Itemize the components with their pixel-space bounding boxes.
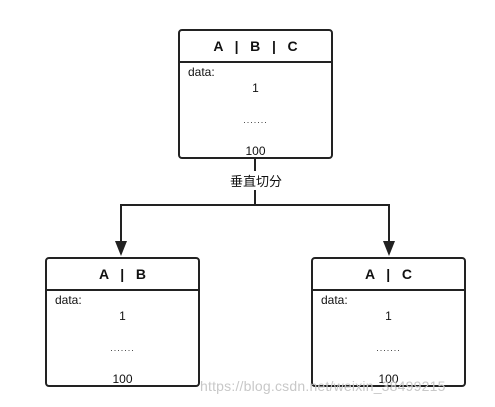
child-table-left: A | B data: 1 ....... 100 — [45, 257, 200, 387]
parent-table-header: A | B | C — [180, 31, 331, 63]
split-label: 垂直切分 — [228, 171, 285, 190]
parent-ellipsis: ....... — [243, 115, 268, 125]
child-left-last-value: 100 — [112, 372, 133, 386]
child-right-header: A | C — [313, 259, 464, 291]
parent-table: A | B | C data: 1 ....... 100 — [178, 29, 333, 159]
parent-data-label: data: — [188, 65, 215, 79]
arrowhead-left — [115, 241, 127, 256]
child-left-data-label: data: — [55, 293, 82, 307]
child-left-header: A | B — [47, 259, 198, 291]
parent-first-value: 1 — [252, 81, 259, 95]
watermark-text: https://blog.csdn.net/weixin_38499215 — [200, 378, 446, 394]
parent-last-value: 100 — [245, 144, 266, 158]
child-right-data-label: data: — [321, 293, 348, 307]
child-left-ellipsis: ....... — [110, 343, 135, 353]
arrowhead-right — [383, 241, 395, 256]
child-table-right: A | C data: 1 ....... 100 — [311, 257, 466, 387]
child-left-first-value: 1 — [119, 309, 126, 323]
child-right-first-value: 1 — [385, 309, 392, 323]
child-right-ellipsis: ....... — [376, 343, 401, 353]
child-right-last-value: 100 — [378, 372, 399, 386]
